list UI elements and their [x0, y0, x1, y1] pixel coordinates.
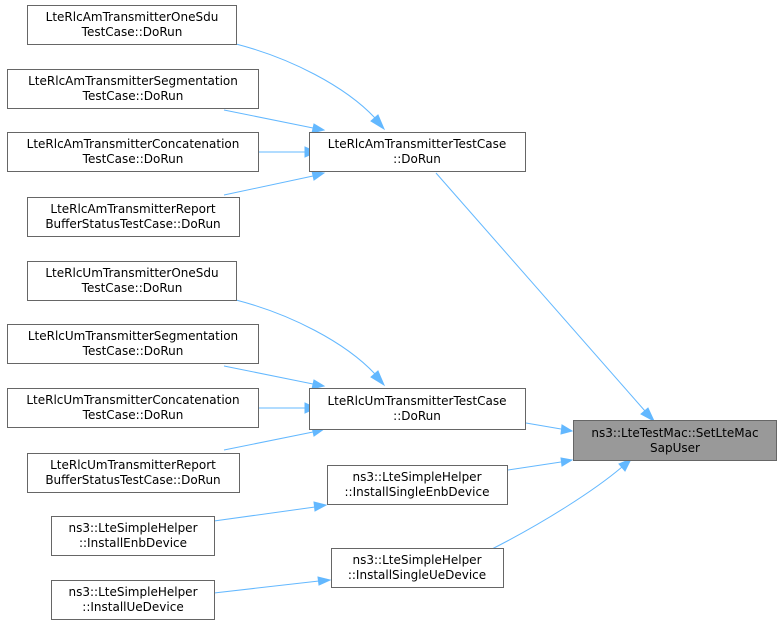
node-label-line1: ns3::LteSimpleHelper [353, 553, 482, 567]
node-label-line2: ::InstallUeDevice [82, 600, 183, 614]
node-box [309, 388, 526, 430]
node-label-line1: LteRlcAmTransmitterSegmentation [28, 74, 238, 88]
node-box [51, 580, 215, 620]
node-am-report-buffer[interactable]: LteRlcAmTransmitterReport BufferStatusTe… [27, 197, 240, 237]
edge-n4-n11 [223, 175, 314, 196]
edge-arrow-n1-n11 [370, 114, 386, 131]
edge-arrow-n6-n12 [311, 379, 326, 390]
node-label-line1: LteRlcAmTransmitterConcatenation [27, 137, 240, 151]
node-label-line2: ::DoRun [393, 152, 441, 166]
node-label-line2: ::DoRun [393, 409, 441, 423]
node-box [7, 324, 259, 364]
node-box [27, 197, 240, 237]
node-box [7, 132, 259, 172]
edge-n2-n11 [223, 109, 314, 129]
edge-arrow-n10-n14 [317, 576, 332, 586]
node-label-line1: ns3::LteSimpleHelper [353, 470, 482, 484]
node-label-line1: ns3::LteTestMac::SetLteMac [591, 426, 758, 440]
node-label-line2: TestCase::DoRun [82, 89, 184, 103]
node-box-focus [573, 420, 777, 461]
node-box [27, 453, 240, 493]
node-label-line1: LteRlcAmTransmitterOneSdu [46, 10, 219, 24]
node-install-enb-device[interactable]: ns3::LteSimpleHelper ::InstallEnbDevice [51, 516, 215, 556]
edge-n11-n15 [435, 172, 646, 412]
node-um-segmentation[interactable]: LteRlcUmTransmitterSegmentation TestCase… [7, 324, 259, 364]
node-label-line1: LteRlcUmTransmitterTestCase [328, 394, 507, 408]
node-am-onesdu[interactable]: LteRlcAmTransmitterOneSdu TestCase::DoRu… [27, 5, 237, 45]
edge-n1-n11 [235, 43, 376, 119]
edge-n12-n15 [525, 422, 562, 430]
node-install-single-ue-device[interactable]: ns3::LteSimpleHelper ::InstallSingleUeDe… [331, 548, 504, 588]
node-box [51, 516, 215, 556]
node-label-line2: ::InstallSingleUeDevice [348, 568, 486, 582]
node-am-concatenation[interactable]: LteRlcAmTransmitterConcatenation TestCas… [7, 132, 259, 172]
node-label-line2: TestCase::DoRun [81, 281, 183, 295]
node-label-line2: SapUser [650, 441, 700, 455]
node-box [309, 132, 526, 172]
edge-arrow-n14-n15 [618, 458, 633, 472]
node-box [27, 261, 237, 301]
edge-arrow-n13-n15 [560, 457, 574, 467]
edge-arrow-n4-n11 [311, 170, 326, 181]
node-label-line2: ::InstallSingleEnbDevice [345, 485, 490, 499]
edges [213, 43, 656, 594]
node-label-line1: LteRlcUmTransmitterReport [50, 458, 216, 472]
node-box [331, 548, 504, 588]
node-label-line1: LteRlcAmTransmitterTestCase [328, 137, 506, 151]
edge-n6-n12 [223, 365, 314, 385]
edge-n8-n12 [223, 431, 314, 451]
edge-arrow-n9-n13 [313, 501, 328, 512]
node-label-line1: LteRlcUmTransmitterOneSdu [45, 266, 218, 280]
node-label-line2: ::InstallEnbDevice [79, 536, 187, 550]
node-set-lte-mac-sap-user[interactable]: ns3::LteTestMac::SetLteMac SapUser [573, 420, 777, 461]
edge-n14-n15 [491, 466, 623, 550]
node-label-line1: ns3::LteSimpleHelper [69, 521, 198, 535]
node-um-report-buffer[interactable]: LteRlcUmTransmitterReport BufferStatusTe… [27, 453, 240, 493]
edge-arrow-n2-n11 [311, 123, 326, 134]
edge-arrow-n11-n15 [640, 407, 656, 423]
edge-arrow-n12-n15 [560, 424, 574, 435]
node-um-transmitter-testcase[interactable]: LteRlcUmTransmitterTestCase ::DoRun [309, 388, 526, 430]
node-um-onesdu[interactable]: LteRlcUmTransmitterOneSdu TestCase::DoRu… [27, 261, 237, 301]
node-label-line2: TestCase::DoRun [82, 344, 184, 358]
node-box [27, 5, 237, 45]
node-install-ue-device[interactable]: ns3::LteSimpleHelper ::InstallUeDevice [51, 580, 215, 620]
node-am-transmitter-testcase[interactable]: LteRlcAmTransmitterTestCase ::DoRun [309, 132, 526, 172]
node-label-line2: TestCase::DoRun [82, 152, 184, 166]
edge-n9-n13 [213, 506, 316, 522]
node-label-line2: BufferStatusTestCase::DoRun [45, 217, 220, 231]
node-label-line1: ns3::LteSimpleHelper [69, 585, 198, 599]
node-box [7, 388, 259, 428]
node-label-line2: BufferStatusTestCase::DoRun [45, 473, 220, 487]
edge-n5-n12 [235, 299, 376, 375]
node-label-line2: TestCase::DoRun [82, 408, 184, 422]
node-label-line1: LteRlcUmTransmitterSegmentation [28, 329, 238, 343]
edge-arrow-n5-n12 [370, 370, 386, 387]
node-um-concatenation[interactable]: LteRlcUmTransmitterConcatenation TestCas… [7, 388, 259, 428]
node-label-line1: LteRlcAmTransmitterReport [50, 202, 215, 216]
edge-n10-n14 [213, 580, 320, 594]
node-install-single-enb-device[interactable]: ns3::LteSimpleHelper ::InstallSingleEnbD… [327, 465, 508, 505]
node-box [7, 69, 259, 109]
node-am-segmentation[interactable]: LteRlcAmTransmitterSegmentation TestCase… [7, 69, 259, 109]
node-box [327, 465, 508, 505]
node-label-line1: LteRlcUmTransmitterConcatenation [26, 393, 239, 407]
edge-n13-n15 [507, 461, 562, 471]
node-label-line2: TestCase::DoRun [81, 25, 183, 39]
